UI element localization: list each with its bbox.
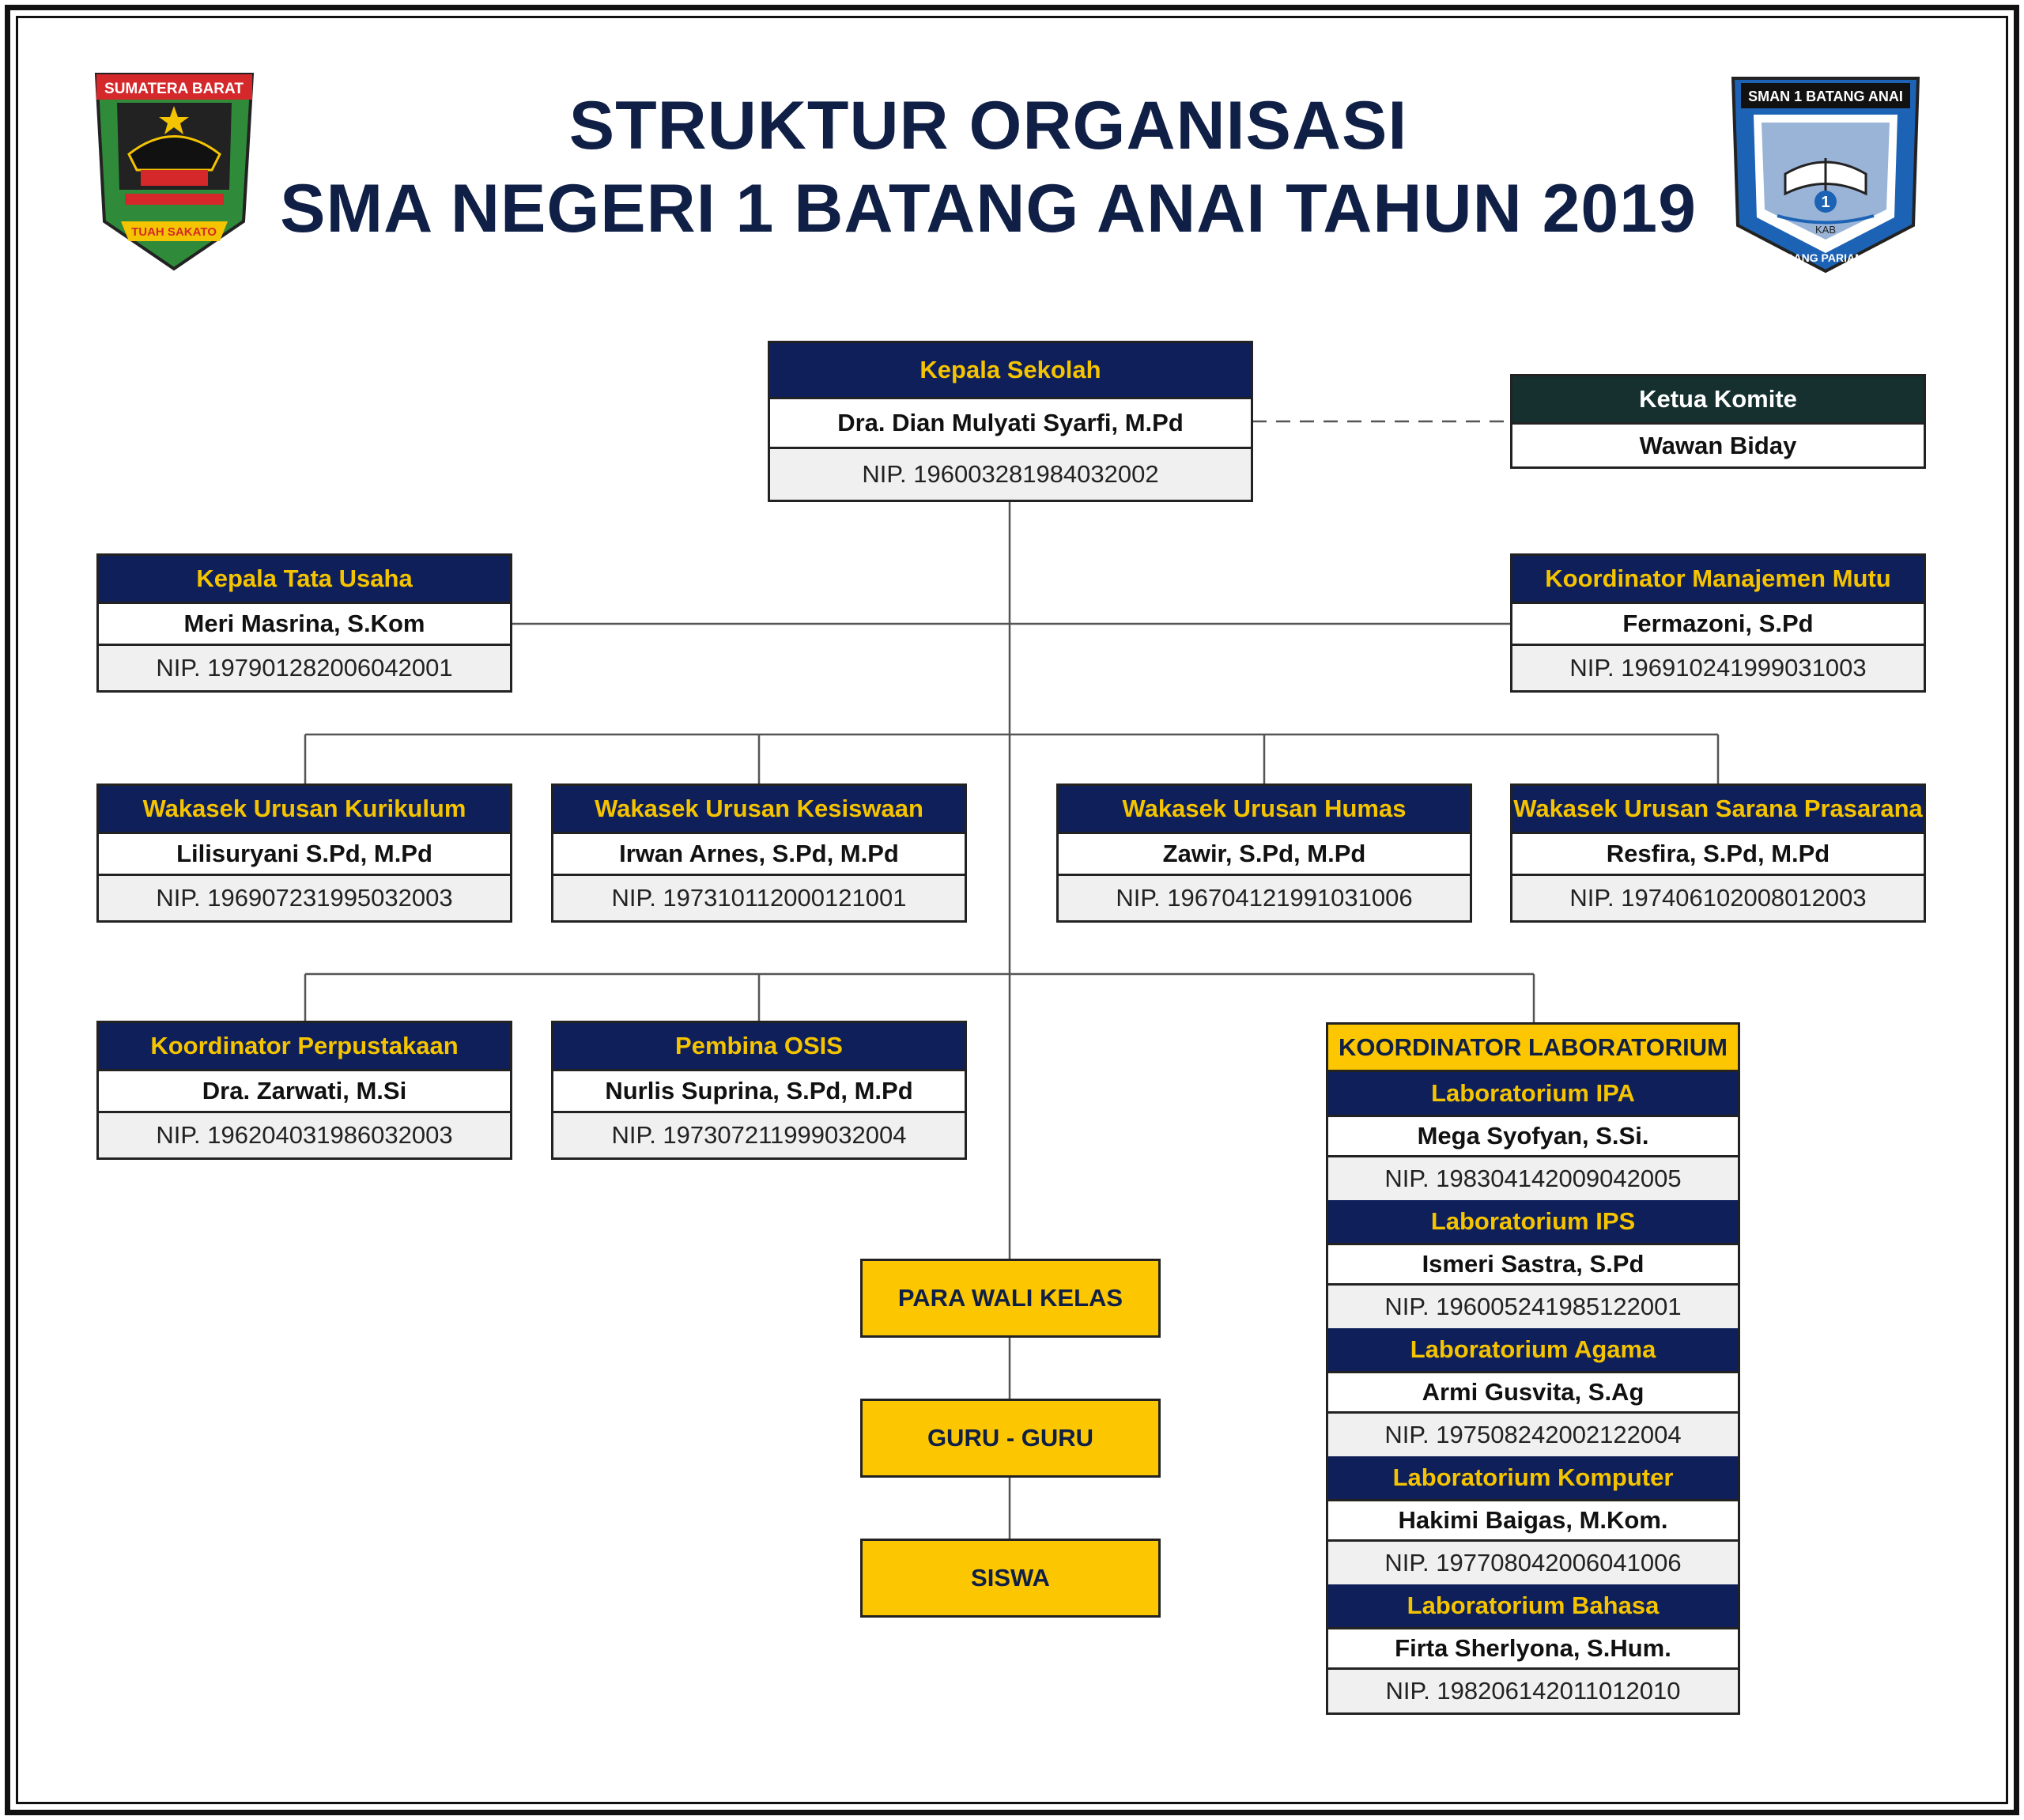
lab-section-role: Laboratorium Bahasa — [1328, 1584, 1738, 1627]
pembina-osis-nip: NIP. 197307211999032004 — [553, 1113, 965, 1157]
lab-section-nip: NIP. 197508242002122004 — [1328, 1414, 1738, 1456]
wakasek-kesiswaan-box: Wakasek Urusan Kesiswaan Irwan Arnes, S.… — [551, 784, 967, 923]
koordinator-mutu-box: Koordinator Manajemen Mutu Fermazoni, S.… — [1510, 553, 1926, 693]
kepala-tata-usaha-name: Meri Masrina, S.Kom — [99, 602, 510, 646]
wakasek-sarana-box: Wakasek Urusan Sarana Prasarana Resfira,… — [1510, 784, 1926, 923]
lab-section-name: Ismeri Sastra, S.Pd — [1328, 1243, 1738, 1286]
wakasek-role: Wakasek Urusan Humas — [1059, 786, 1470, 832]
lab-section-name: Firta Sherlyona, S.Hum. — [1328, 1627, 1738, 1670]
kepala-sekolah-role: Kepala Sekolah — [770, 343, 1251, 397]
sman-batang-anai-logo: SMAN 1 BATANG ANAI 1 KAB PADANG PARIAMAN — [1731, 77, 1920, 274]
kepala-sekolah-box: Kepala Sekolah Dra. Dian Mulyati Syarfi,… — [768, 341, 1253, 502]
pembina-osis-name: Nurlis Suprina, S.Pd, M.Pd — [553, 1069, 965, 1113]
guru-guru-box: GURU - GURU — [860, 1399, 1161, 1478]
wakasek-nip: NIP. 197406102008012003 — [1512, 876, 1924, 920]
kepala-sekolah-nip: NIP. 196003281984032002 — [770, 449, 1251, 500]
koordinator-laboratorium-title: KOORDINATOR LABORATORIUM — [1328, 1025, 1738, 1072]
inner-frame — [16, 16, 2008, 1804]
lab-section-role: Laboratorium IPA — [1328, 1072, 1738, 1115]
lab-section-nip: NIP. 198304142009042005 — [1328, 1157, 1738, 1200]
svg-text:SUMATERA BARAT: SUMATERA BARAT — [104, 81, 244, 97]
wakasek-name: Resfira, S.Pd, M.Pd — [1512, 832, 1924, 876]
kepala-tata-usaha-box: Kepala Tata Usaha Meri Masrina, S.Kom NI… — [96, 553, 512, 693]
ketua-komite-name: Wawan Biday — [1512, 422, 1924, 466]
lab-section-role: Laboratorium Komputer — [1328, 1456, 1738, 1499]
lab-section-name: Mega Syofyan, S.Si. — [1328, 1115, 1738, 1157]
koordinator-mutu-name: Fermazoni, S.Pd — [1512, 602, 1924, 646]
wakasek-role: Wakasek Urusan Kurikulum — [99, 786, 510, 832]
page-title-line-2: SMA NEGERI 1 BATANG ANAI TAHUN 2019 — [280, 171, 1697, 247]
svg-text:TUAH SAKATO: TUAH SAKATO — [131, 225, 217, 239]
page-title-line-1: STRUKTUR ORGANISASI — [568, 88, 1408, 164]
koordinator-perpustakaan-box: Koordinator Perpustakaan Dra. Zarwati, M… — [96, 1021, 512, 1160]
lab-section-nip: NIP. 198206142011012010 — [1328, 1670, 1738, 1712]
wakasek-role: Wakasek Urusan Sarana Prasarana — [1512, 786, 1924, 832]
lab-section-nip: NIP. 197708042006041006 — [1328, 1542, 1738, 1584]
koordinator-laboratorium-box: KOORDINATOR LABORATORIUM Laboratorium IP… — [1326, 1022, 1740, 1715]
svg-text:KAB: KAB — [1815, 224, 1836, 236]
wakasek-name: Lilisuryani S.Pd, M.Pd — [99, 832, 510, 876]
lab-section-nip: NIP. 196005241985122001 — [1328, 1286, 1738, 1328]
koordinator-mutu-nip: NIP. 196910241999031003 — [1512, 646, 1924, 690]
svg-text:1: 1 — [1821, 194, 1830, 211]
wakasek-name: Irwan Arnes, S.Pd, M.Pd — [553, 832, 965, 876]
koordinator-perpustakaan-role: Koordinator Perpustakaan — [99, 1023, 510, 1069]
lab-section-name: Hakimi Baigas, M.Kom. — [1328, 1499, 1738, 1542]
koordinator-mutu-role: Koordinator Manajemen Mutu — [1512, 556, 1924, 602]
wakasek-kurikulum-box: Wakasek Urusan Kurikulum Lilisuryani S.P… — [96, 784, 512, 923]
kepala-tata-usaha-role: Kepala Tata Usaha — [99, 556, 510, 602]
para-wali-kelas-box: PARA WALI KELAS — [860, 1259, 1161, 1338]
pembina-osis-role: Pembina OSIS — [553, 1023, 965, 1069]
wakasek-role: Wakasek Urusan Kesiswaan — [553, 786, 965, 832]
sumatera-barat-logo: SUMATERA BARAT TUAH SAKATO — [94, 73, 255, 271]
siswa-box: SISWA — [860, 1539, 1161, 1618]
wakasek-nip: NIP. 197310112000121001 — [553, 876, 965, 920]
ketua-komite-role: Ketua Komite — [1512, 376, 1924, 422]
koordinator-perpustakaan-nip: NIP. 196204031986032003 — [99, 1113, 510, 1157]
wakasek-humas-box: Wakasek Urusan Humas Zawir, S.Pd, M.Pd N… — [1056, 784, 1472, 923]
wakasek-nip: NIP. 196704121991031006 — [1059, 876, 1470, 920]
ketua-komite-box: Ketua Komite Wawan Biday — [1510, 374, 1926, 469]
svg-text:PADANG PARIAMAN: PADANG PARIAMAN — [1771, 251, 1880, 264]
pembina-osis-box: Pembina OSIS Nurlis Suprina, S.Pd, M.Pd … — [551, 1021, 967, 1160]
kepala-tata-usaha-nip: NIP. 197901282006042001 — [99, 646, 510, 690]
lab-section-role: Laboratorium Agama — [1328, 1328, 1738, 1371]
lab-section-role: Laboratorium IPS — [1328, 1200, 1738, 1243]
outer-frame — [5, 5, 2019, 1815]
svg-text:SMAN 1 BATANG ANAI: SMAN 1 BATANG ANAI — [1748, 89, 1903, 104]
lab-section-name: Armi Gusvita, S.Ag — [1328, 1371, 1738, 1414]
wakasek-name: Zawir, S.Pd, M.Pd — [1059, 832, 1470, 876]
wakasek-nip: NIP. 196907231995032003 — [99, 876, 510, 920]
koordinator-perpustakaan-name: Dra. Zarwati, M.Si — [99, 1069, 510, 1113]
kepala-sekolah-name: Dra. Dian Mulyati Syarfi, M.Pd — [770, 397, 1251, 449]
